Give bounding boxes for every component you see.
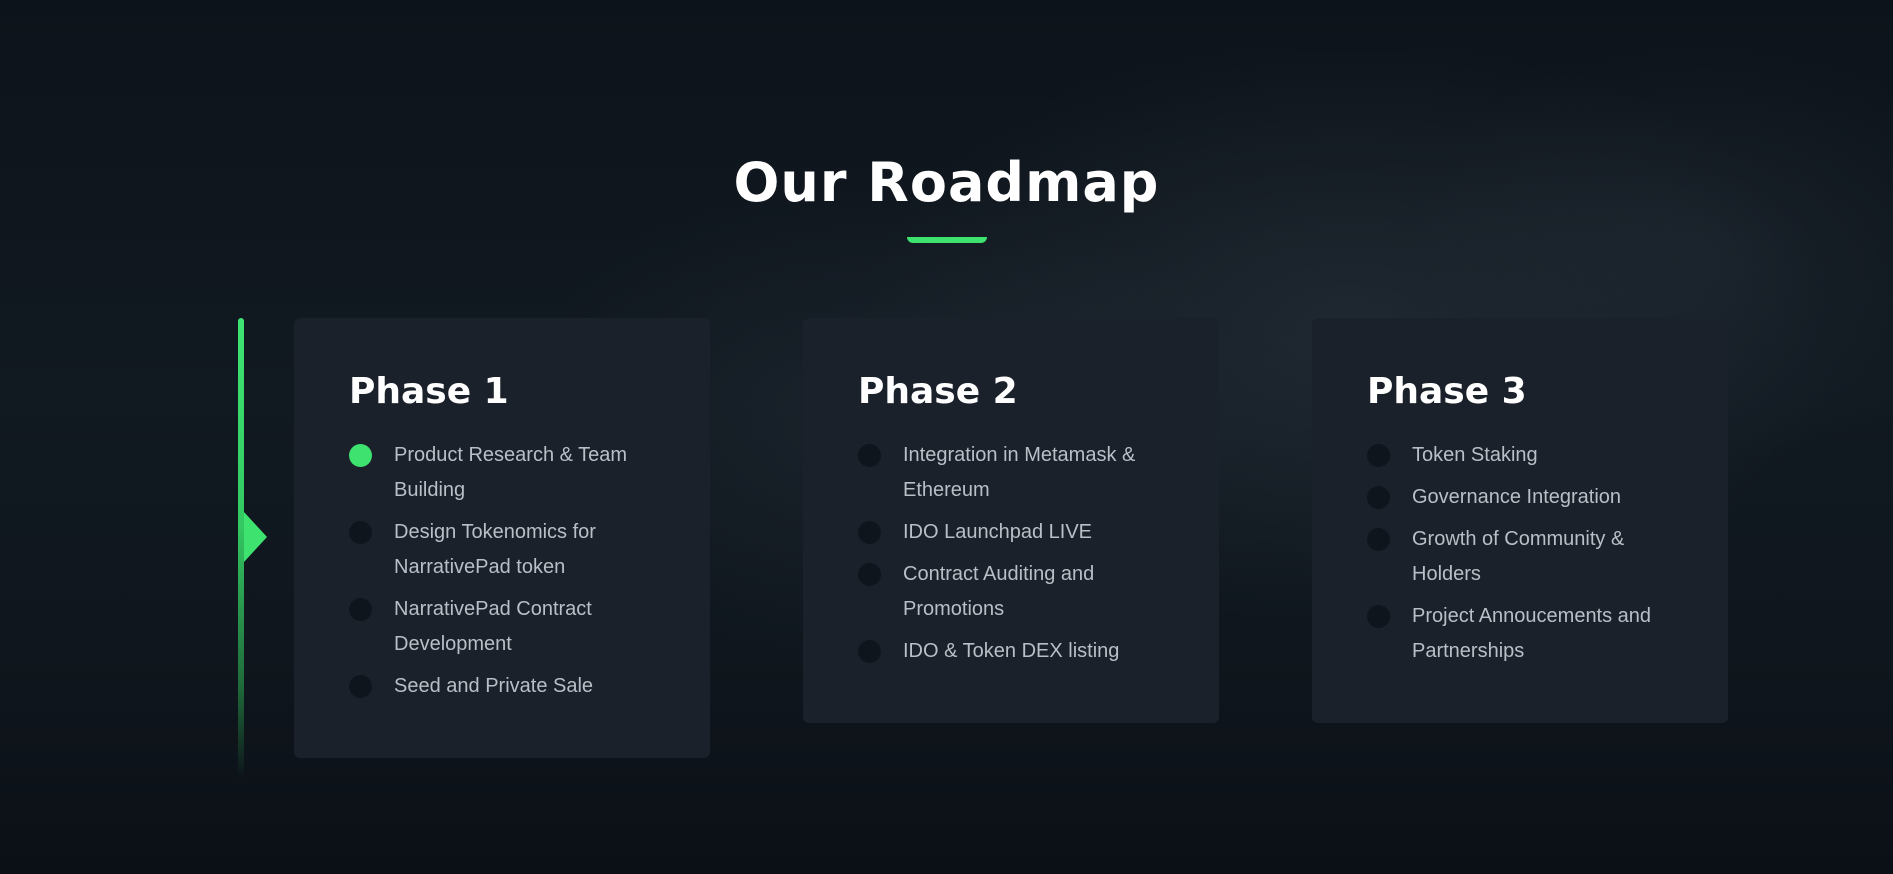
phase-3-card: Phase 3 Token Staking Governance Integra… — [1312, 318, 1728, 723]
title-underline — [907, 237, 987, 243]
milestone-completed-icon — [349, 444, 372, 467]
phase-title: Phase 3 — [1367, 371, 1527, 412]
phase-title: Phase 2 — [858, 371, 1018, 412]
milestone-label: Growth of Community & Holders — [1412, 528, 1625, 585]
milestone-item: NarrativePad Contract Development — [349, 592, 670, 662]
milestone-label: Project Annoucements and Partnerships — [1412, 605, 1652, 662]
milestone-pending-icon — [858, 640, 881, 663]
milestone-label: Product Research & Team Building — [394, 444, 628, 501]
milestone-item: Contract Auditing and Promotions — [858, 557, 1179, 627]
phase-1-card: Phase 1 Product Research & Team Building… — [294, 318, 710, 758]
milestone-pending-icon — [858, 444, 881, 467]
milestone-label: Contract Auditing and Promotions — [903, 563, 1095, 620]
milestone-label: IDO & Token DEX listing — [903, 640, 1120, 662]
milestone-pending-icon — [1367, 528, 1390, 551]
milestone-item: Integration in Metamask & Ethereum — [858, 438, 1179, 508]
milestone-item: Growth of Community & Holders — [1367, 522, 1688, 592]
timeline-bar — [238, 318, 244, 778]
timeline-arrow-icon — [244, 512, 267, 562]
phase-title: Phase 1 — [349, 371, 509, 412]
milestone-item: IDO Launchpad LIVE — [858, 515, 1179, 550]
milestone-pending-icon — [858, 563, 881, 586]
milestone-item: Governance Integration — [1367, 480, 1688, 515]
milestone-list: Token Staking Governance Integration Gro… — [1367, 438, 1688, 669]
milestone-item: Token Staking — [1367, 438, 1688, 473]
milestone-label: Governance Integration — [1412, 486, 1622, 508]
milestone-label: IDO Launchpad LIVE — [903, 521, 1093, 543]
milestone-label: Integration in Metamask & Ethereum — [903, 444, 1136, 501]
milestone-pending-icon — [349, 521, 372, 544]
milestone-item: Design Tokenomics for NarrativePad token — [349, 515, 670, 585]
milestone-list: Integration in Metamask & Ethereum IDO L… — [858, 438, 1179, 669]
milestone-label: Token Staking — [1412, 444, 1538, 466]
milestone-label: NarrativePad Contract Development — [394, 598, 592, 655]
milestone-item: Product Research & Team Building — [349, 438, 670, 508]
milestone-pending-icon — [858, 521, 881, 544]
milestone-item: Project Annoucements and Partnerships — [1367, 599, 1688, 669]
milestone-pending-icon — [1367, 605, 1390, 628]
milestone-pending-icon — [1367, 444, 1390, 467]
milestone-pending-icon — [349, 675, 372, 698]
section-title: Our Roadmap — [733, 151, 1160, 214]
milestone-label: Design Tokenomics for NarrativePad token — [394, 521, 596, 578]
milestone-item: IDO & Token DEX listing — [858, 634, 1179, 669]
milestone-label: Seed and Private Sale — [394, 675, 594, 697]
milestone-list: Product Research & Team Building Design … — [349, 438, 670, 704]
phase-2-card: Phase 2 Integration in Metamask & Ethere… — [803, 318, 1219, 723]
milestone-item: Seed and Private Sale — [349, 669, 670, 704]
milestone-pending-icon — [349, 598, 372, 621]
milestone-pending-icon — [1367, 486, 1390, 509]
